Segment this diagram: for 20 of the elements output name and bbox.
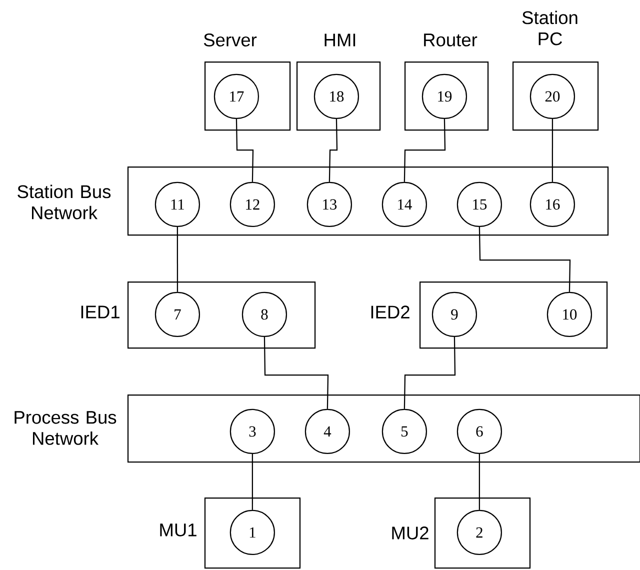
connector-line	[252, 454, 253, 510]
connector-line	[328, 119, 338, 182]
connector-line	[176, 227, 178, 292]
box-label: Server	[204, 34, 257, 46]
box-label: IED1	[81, 306, 120, 318]
box-label: Station Bus Network	[18, 184, 111, 220]
connector-line	[404, 337, 456, 409]
box-label: IED2	[371, 306, 410, 318]
connector-line	[478, 454, 480, 510]
connector-line	[264, 337, 329, 409]
connector-line	[478, 227, 571, 292]
box-label: MU2	[392, 526, 428, 540]
connector-line	[404, 119, 446, 182]
connector-line	[236, 119, 254, 182]
box-label: Process Bus Network	[14, 411, 116, 445]
connector-line	[552, 119, 554, 182]
box-label: Router	[424, 34, 478, 46]
box-label: HMI	[324, 34, 356, 46]
box-label: Station PC	[522, 10, 578, 46]
box-label: MU1	[160, 524, 196, 536]
